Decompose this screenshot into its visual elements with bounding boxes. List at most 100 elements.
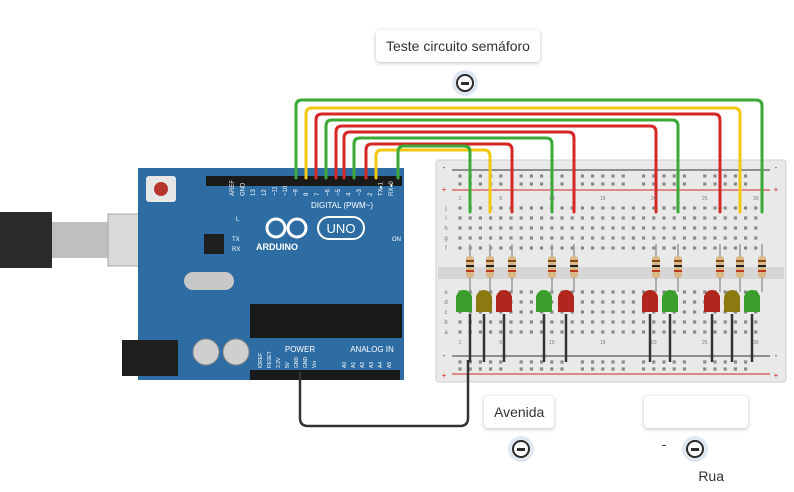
breadboard-hole[interactable] [631,310,635,314]
breadboard-hole[interactable] [642,226,646,230]
rail-hole[interactable] [458,360,462,364]
breadboard-hole[interactable] [713,330,717,334]
breadboard-hole[interactable] [591,246,595,250]
rail-hole[interactable] [458,367,462,371]
rail-hole[interactable] [611,360,615,364]
breadboard-hole[interactable] [693,216,697,220]
breadboard-hole[interactable] [560,206,564,210]
rail-hole[interactable] [652,182,656,186]
breadboard-hole[interactable] [529,236,533,240]
breadboard-hole[interactable] [611,290,615,294]
minus-circle-icon[interactable] [512,440,530,458]
jumper-wire[interactable] [352,136,554,214]
breadboard-hole[interactable] [601,310,605,314]
rail-hole[interactable] [733,360,737,364]
rail-hole[interactable] [662,360,666,364]
breadboard-hole[interactable] [682,290,686,294]
breadboard-hole[interactable] [621,216,625,220]
breadboard-hole[interactable] [621,236,625,240]
breadboard-hole[interactable] [601,206,605,210]
breadboard-hole[interactable] [580,330,584,334]
breadboard-hole[interactable] [682,236,686,240]
breadboard-hole[interactable] [550,236,554,240]
breadboard-hole[interactable] [489,226,493,230]
breadboard-hole[interactable] [631,330,635,334]
jumper-wire[interactable] [314,112,722,214]
breadboard-hole[interactable] [652,330,656,334]
breadboard-hole[interactable] [540,330,544,334]
rail-hole[interactable] [478,182,482,186]
breadboard-hole[interactable] [489,236,493,240]
breadboard-hole[interactable] [682,206,686,210]
rail-hole[interactable] [672,182,676,186]
rail-hole[interactable] [723,360,727,364]
breadboard-hole[interactable] [754,246,758,250]
breadboard-hole[interactable] [458,320,462,324]
breadboard-hole[interactable] [703,290,707,294]
breadboard-hole[interactable] [519,226,523,230]
breadboard-hole[interactable] [529,226,533,230]
rail-hole[interactable] [652,367,656,371]
breadboard-hole[interactable] [580,236,584,240]
breadboard-hole[interactable] [540,320,544,324]
jumper-wire[interactable] [396,144,472,214]
breadboard-hole[interactable] [672,236,676,240]
breadboard-hole[interactable] [489,320,493,324]
breadboard-hole[interactable] [713,216,717,220]
breadboard-hole[interactable] [601,290,605,294]
breadboard-hole[interactable] [468,236,472,240]
jumper-wire[interactable] [374,148,492,214]
rail-hole[interactable] [458,182,462,186]
led[interactable] [476,290,492,312]
breadboard-hole[interactable] [458,330,462,334]
breadboard-hole[interactable] [580,226,584,230]
rail-hole[interactable] [682,174,686,178]
rail-hole[interactable] [611,182,615,186]
breadboard-hole[interactable] [580,320,584,324]
breadboard-hole[interactable] [642,236,646,240]
breadboard-hole[interactable] [682,246,686,250]
breadboard-hole[interactable] [591,320,595,324]
breadboard-hole[interactable] [754,320,758,324]
breadboard-hole[interactable] [754,330,758,334]
reset-button-cap[interactable] [154,182,168,196]
breadboard-hole[interactable] [519,246,523,250]
rail-hole[interactable] [580,174,584,178]
minus-circle-icon[interactable] [686,440,704,458]
breadboard-hole[interactable] [693,226,697,230]
breadboard-hole[interactable] [611,216,615,220]
breadboard-hole[interactable] [621,330,625,334]
breadboard-hole[interactable] [601,300,605,304]
led[interactable] [536,290,552,312]
breadboard-hole[interactable] [509,320,513,324]
breadboard-hole[interactable] [580,290,584,294]
rail-hole[interactable] [458,174,462,178]
breadboard-hole[interactable] [713,226,717,230]
rail-hole[interactable] [744,174,748,178]
breadboard-hole[interactable] [478,236,482,240]
breadboard-hole[interactable] [693,246,697,250]
breadboard-hole[interactable] [682,310,686,314]
rail-hole[interactable] [550,367,554,371]
breadboard-hole[interactable] [693,236,697,240]
note-avenida[interactable]: Avenida [484,396,555,428]
breadboard-hole[interactable] [529,330,533,334]
breadboard-hole[interactable] [744,206,748,210]
breadboard-hole[interactable] [540,236,544,240]
breadboard-hole[interactable] [672,216,676,220]
breadboard[interactable] [435,159,787,383]
breadboard-hole[interactable] [519,216,523,220]
breadboard-hole[interactable] [478,216,482,220]
jumper-wire[interactable] [304,106,742,214]
circuit-canvas[interactable]: DIGITAL (PWM~) ARDUINO UNO POWER ANALOG … [0,0,794,472]
breadboard-hole[interactable] [570,216,574,220]
rail-hole[interactable] [560,360,564,364]
breadboard-hole[interactable] [713,206,717,210]
breadboard-hole[interactable] [499,236,503,240]
rail-hole[interactable] [591,360,595,364]
breadboard-hole[interactable] [723,330,727,334]
breadboard-hole[interactable] [509,246,513,250]
breadboard-hole[interactable] [468,226,472,230]
rail-hole[interactable] [489,367,493,371]
breadboard-hole[interactable] [672,330,676,334]
